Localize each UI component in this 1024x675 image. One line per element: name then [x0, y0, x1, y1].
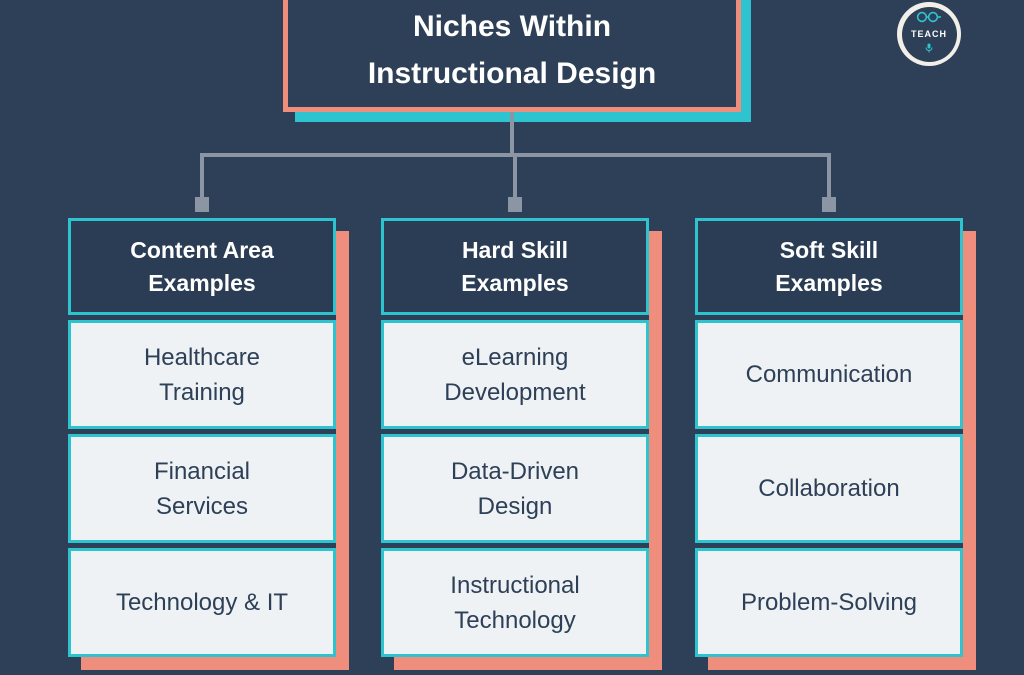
- list-item-label: Collaboration: [758, 475, 900, 502]
- list-item: Financial Services: [68, 434, 336, 543]
- column-header-label: Hard Skill Examples: [461, 236, 569, 296]
- list-item-label: Communication: [745, 361, 913, 388]
- list-item: Technology & IT: [68, 548, 336, 657]
- column-header-label: Content Area Examples: [130, 236, 274, 296]
- column-soft-skill: Soft Skill Examples Communication Collab…: [695, 218, 976, 670]
- connector-node-left: [195, 197, 209, 212]
- column-header: Hard Skill Examples: [381, 218, 649, 315]
- column-content-area: Content Area Examples Healthcare Trainin…: [68, 218, 349, 670]
- connector-stem-line: [510, 112, 514, 155]
- infinity-glasses-icon: [915, 10, 943, 28]
- list-item: Instructional Technology: [381, 548, 649, 657]
- list-item-label: Data-Driven Design: [450, 457, 580, 520]
- connector-drop-center: [513, 153, 517, 200]
- logo-text: TEACH: [911, 29, 947, 39]
- brand-logo-inner: TEACH: [901, 6, 957, 62]
- list-item: Healthcare Training: [68, 320, 336, 429]
- page-title-line-2: Instructional Design: [367, 57, 657, 90]
- list-item-label: Instructional Technology: [450, 571, 580, 634]
- column-box: Soft Skill Examples Communication Collab…: [695, 218, 963, 657]
- connector-drop-left: [200, 153, 204, 200]
- microphone-icon: [925, 40, 933, 58]
- connector-node-center: [508, 197, 522, 212]
- list-item: eLearning Development: [381, 320, 649, 429]
- column-header: Soft Skill Examples: [695, 218, 963, 315]
- column-header-label: Soft Skill Examples: [775, 236, 883, 296]
- column-hard-skill: Hard Skill Examples eLearning Developmen…: [381, 218, 662, 670]
- list-item-label: Technology & IT: [115, 589, 289, 616]
- connector-node-right: [822, 197, 836, 212]
- list-item-label: Problem-Solving: [740, 589, 918, 616]
- column-box: Content Area Examples Healthcare Trainin…: [68, 218, 336, 657]
- list-item: Problem-Solving: [695, 548, 963, 657]
- list-item: Collaboration: [695, 434, 963, 543]
- list-item: Data-Driven Design: [381, 434, 649, 543]
- list-item-label: Financial Services: [153, 457, 251, 520]
- column-header: Content Area Examples: [68, 218, 336, 315]
- list-item: Communication: [695, 320, 963, 429]
- title-box: Niches Within Instructional Design: [283, 0, 741, 112]
- page-title-line-1: Niches Within: [412, 10, 612, 43]
- list-item-label: eLearning Development: [444, 343, 586, 406]
- connector-drop-right: [827, 153, 831, 200]
- list-item-label: Healthcare Training: [143, 343, 261, 406]
- brand-logo: TEACH: [897, 2, 961, 66]
- column-box: Hard Skill Examples eLearning Developmen…: [381, 218, 649, 657]
